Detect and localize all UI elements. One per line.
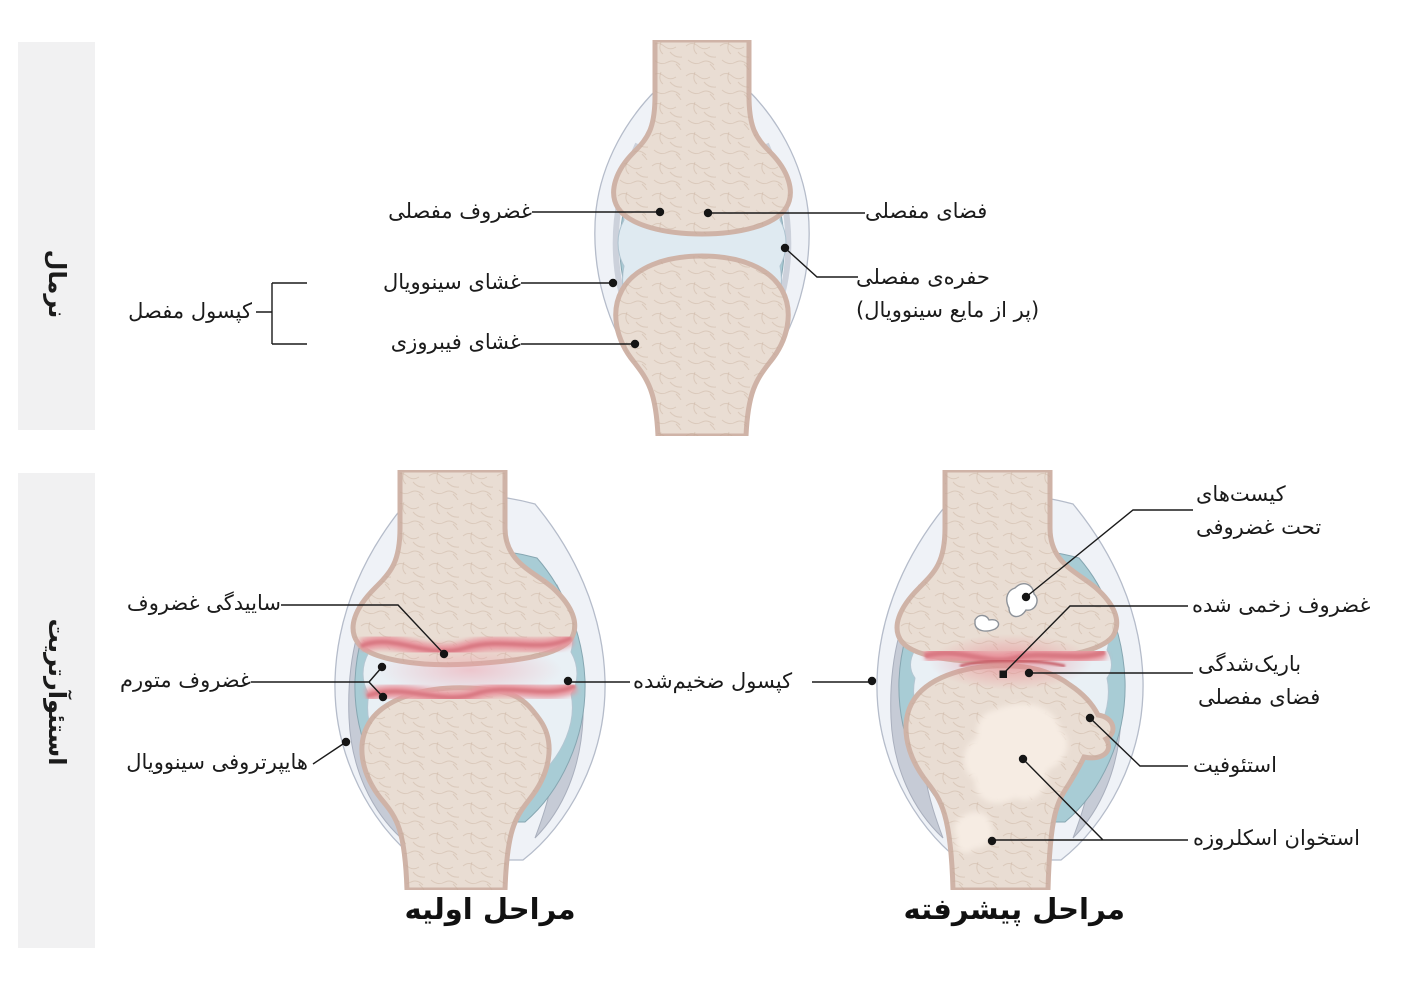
cartilage-inflammation xyxy=(358,632,578,704)
label-subchondral-cysts-line1: کیست‌های xyxy=(1196,482,1286,506)
normal-joint-illustration xyxy=(594,40,810,436)
label-subchondral-cysts-line2: تحت غضروفی xyxy=(1196,515,1322,539)
lower-bone xyxy=(359,685,552,890)
normal-section-title: نرمال xyxy=(42,249,71,319)
label-fibrous-membrane: غشای فیبروزی xyxy=(390,330,521,354)
label-articular-cartilage: غضروف مفصلی xyxy=(388,199,532,223)
upper-bone xyxy=(611,40,793,237)
label-swollen-cartilage: غضروف متورم xyxy=(120,668,251,692)
osteoarthritis-section-strip: استئوآرتریت xyxy=(18,473,95,948)
label-damaged-cartilage: غضروف زخمی شده xyxy=(1192,593,1371,617)
advanced-oa-joint-illustration xyxy=(876,470,1144,890)
label-space-narrowing-line1: باریک‌شدگی xyxy=(1198,652,1302,676)
caption-advanced-stages: مراحل پیشرفته xyxy=(903,892,1125,926)
label-space-narrowing: باریک‌شدگی فضای مفصلی xyxy=(1198,648,1320,714)
label-subchondral-cysts: کیست‌های تحت غضروفی xyxy=(1196,478,1321,544)
osteoarthritis-section-title: استئوآرتریت xyxy=(42,618,71,766)
label-joint-cavity-line1: حفره‌ی مفصلی xyxy=(856,265,990,289)
label-synovial-hypertrophy: هایپرتروفی سینوویال xyxy=(126,750,308,774)
early-oa-joint-illustration xyxy=(334,470,606,890)
label-synovial-membrane: غشای سینوویال xyxy=(383,270,521,294)
label-joint-capsule: کپسول مفصل xyxy=(128,299,252,323)
label-cartilage-wear: ساییدگی غضروف xyxy=(126,591,281,615)
label-sclerotic-bone: استخوان اسکلروزه xyxy=(1193,826,1360,850)
label-joint-cavity: حفره‌ی مفصلی (پر از مایع سینوویال) xyxy=(856,261,1039,327)
label-space-narrowing-line2: فضای مفصلی xyxy=(1198,685,1321,709)
label-joint-space: فضای مفصلی xyxy=(865,199,988,223)
label-thickened-capsule: کپسول ضخیم‌شده xyxy=(633,669,793,693)
label-osteophyte: استئوفیت xyxy=(1193,753,1277,777)
joint-capsule-bracket xyxy=(256,282,307,345)
label-joint-cavity-line2: (پر از مایع سینوویال) xyxy=(856,298,1040,322)
normal-section-strip: نرمال xyxy=(18,42,95,430)
caption-early-stages: مراحل اولیه xyxy=(404,892,576,926)
lower-bone xyxy=(613,253,791,436)
